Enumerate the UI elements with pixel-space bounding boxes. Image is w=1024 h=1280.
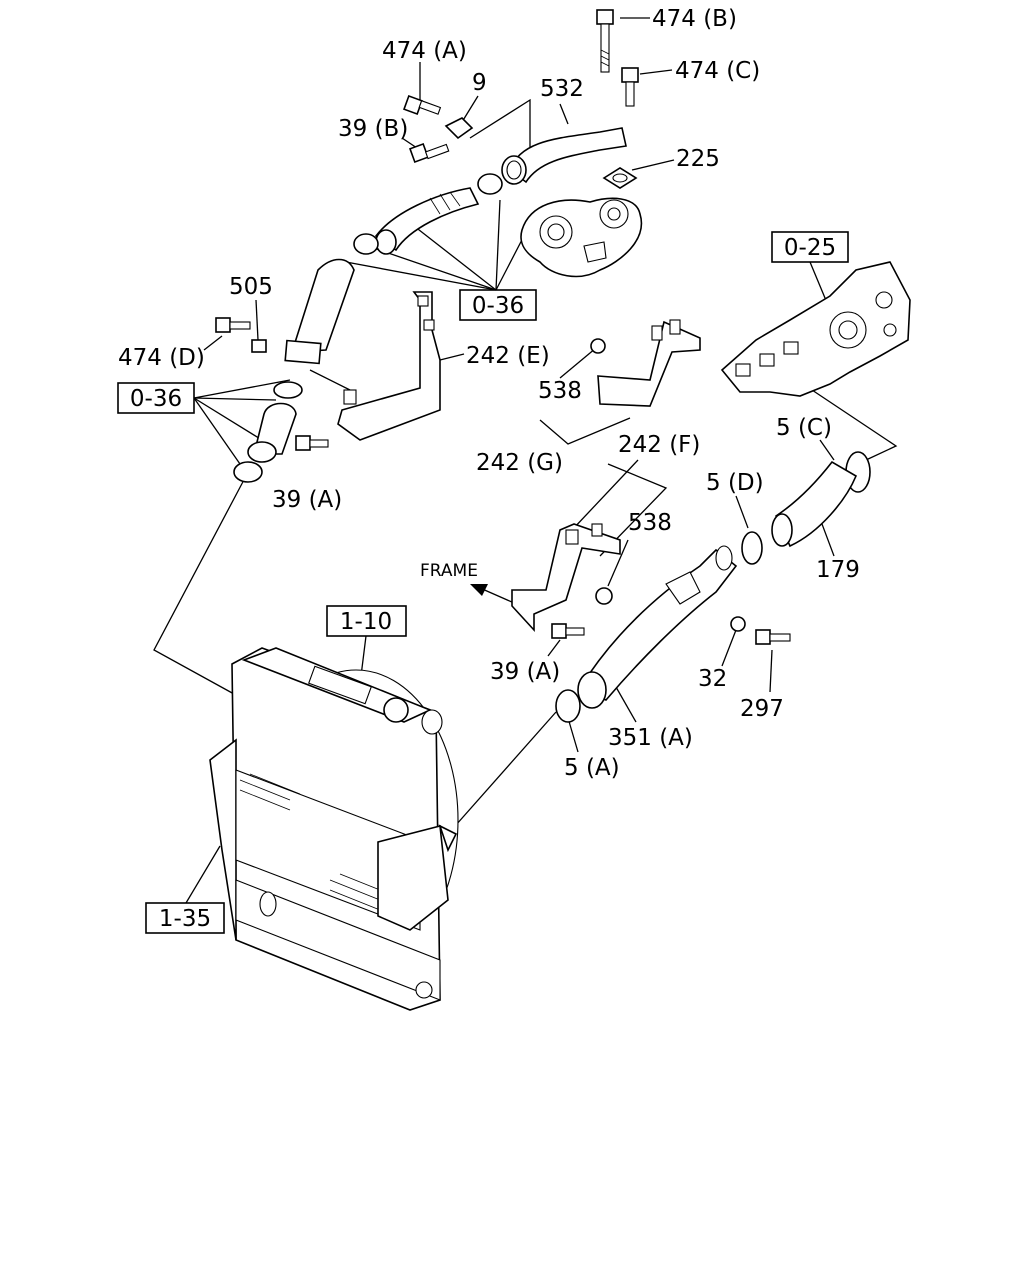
pipe-351a[interactable] <box>577 545 738 709</box>
label-225: 225 <box>676 146 720 172</box>
label-32: 32 <box>698 666 727 692</box>
clamp-lower-left[interactable] <box>233 461 263 483</box>
label-39a-mid: 39 (A) <box>490 659 560 685</box>
label-538-top: 538 <box>538 378 582 404</box>
ref-box-1-10[interactable]: 1-10 <box>326 605 407 637</box>
label-532: 532 <box>540 76 584 102</box>
hose-corrugated-upper[interactable] <box>374 187 480 255</box>
clamp-5d[interactable] <box>741 531 763 565</box>
label-297: 297 <box>740 696 784 722</box>
radiator-assembly[interactable] <box>209 647 459 1011</box>
bracket-242f[interactable] <box>511 523 621 633</box>
label-505: 505 <box>229 274 273 300</box>
ref-box-0-25[interactable]: 0-25 <box>771 231 849 263</box>
ref-0-36-left-text: 0-36 <box>130 386 182 412</box>
bolt-39a-left[interactable] <box>295 435 329 451</box>
label-242g: 242 (G) <box>476 450 563 476</box>
label-179: 179 <box>816 557 860 583</box>
label-351a: 351 (A) <box>608 725 693 751</box>
hose-left-vertical[interactable] <box>284 258 355 365</box>
label-242f: 242 (F) <box>618 432 700 458</box>
ref-box-0-36-top[interactable]: 0-36 <box>459 289 537 321</box>
ref-box-0-36-left[interactable]: 0-36 <box>117 382 195 414</box>
label-39a-left: 39 (A) <box>272 487 342 513</box>
ref-1-10-text: 1-10 <box>340 609 392 635</box>
ref-box-1-35[interactable]: 1-35 <box>145 902 225 934</box>
bracket-242g[interactable] <box>597 319 701 407</box>
label-9: 9 <box>472 70 487 96</box>
label-474b: 474 (B) <box>652 6 737 32</box>
nut-538-top[interactable] <box>590 338 606 354</box>
hose-left-elbow[interactable] <box>247 381 303 463</box>
turbocharger[interactable] <box>520 197 643 278</box>
intake-manifold[interactable] <box>720 261 911 397</box>
ref-0-36-top-text: 0-36 <box>472 293 524 319</box>
bolt-39b[interactable] <box>409 143 450 163</box>
bolt-39a-mid[interactable] <box>551 623 585 639</box>
clamp-5a[interactable] <box>555 689 581 723</box>
bracket-242e[interactable] <box>337 291 441 441</box>
clamp-upper-left[interactable] <box>353 233 379 255</box>
gasket-225[interactable] <box>602 167 638 189</box>
nut-538-mid[interactable] <box>595 587 613 605</box>
bolt-474b[interactable] <box>596 9 614 73</box>
label-5d: 5 (D) <box>706 470 764 496</box>
label-538-mid: 538 <box>628 510 672 536</box>
bolt-474c[interactable] <box>621 67 639 107</box>
washer-32[interactable] <box>730 616 746 632</box>
ref-0-25-text: 0-25 <box>784 235 836 261</box>
hose-179[interactable] <box>771 460 858 548</box>
label-frame: FRAME <box>420 561 478 581</box>
spacer-505[interactable] <box>251 339 267 353</box>
clip-9[interactable] <box>444 117 474 140</box>
label-474c: 474 (C) <box>675 58 760 84</box>
hose-532[interactable] <box>501 127 627 185</box>
label-5c: 5 (C) <box>776 415 832 441</box>
ref-1-35-text: 1-35 <box>159 906 211 932</box>
bolt-297[interactable] <box>755 629 791 645</box>
bolt-474d[interactable] <box>215 317 251 333</box>
label-5a: 5 (A) <box>564 755 620 781</box>
label-39b: 39 (B) <box>338 116 408 142</box>
label-474a: 474 (A) <box>382 38 467 64</box>
clamp-upper-right[interactable] <box>477 173 503 195</box>
bolt-474a[interactable] <box>403 95 442 115</box>
label-242e: 242 (E) <box>466 343 550 369</box>
leader-lines <box>153 17 898 904</box>
label-474d: 474 (D) <box>118 345 205 371</box>
